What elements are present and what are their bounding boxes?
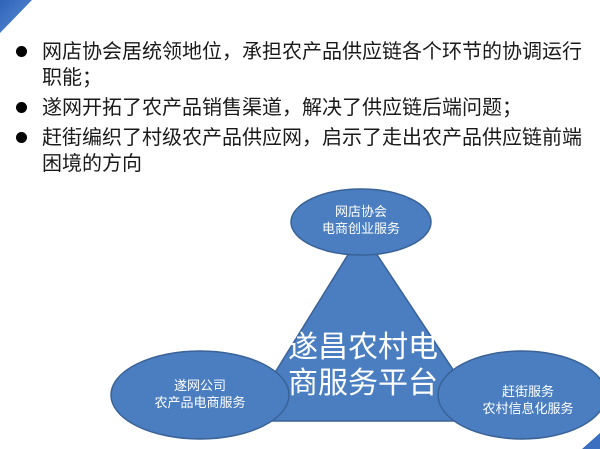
bullet-dot-icon — [16, 46, 27, 57]
bullet-dot-icon — [16, 102, 27, 113]
center-triangle — [243, 230, 489, 422]
top-node-label: 网店协会 电商创业服务 — [301, 204, 421, 238]
right-node-line1: 赶街服务 — [501, 385, 554, 400]
left-node-ellipse — [110, 350, 290, 440]
top-node-ellipse — [290, 188, 432, 256]
bullet-item: 遂网开拓了农产品销售渠道，解决了供应链后端问题； — [0, 94, 600, 120]
bullet-text: 赶街编织了村级农产品供应网，启示了走出农产品供应链前端困境的方向 — [42, 125, 582, 175]
bullet-list: 网店协会居统领地位，承担农产品供应链各个环节的协调运行职能； 遂网开拓了农产品销… — [0, 38, 600, 180]
bullet-item: 赶街编织了村级农产品供应网，启示了走出农产品供应链前端困境的方向 — [0, 124, 600, 176]
center-label-line1: 遂昌农村电 — [288, 330, 438, 365]
left-node-line1: 遂网公司 — [173, 379, 226, 394]
top-node-line1: 网店协会 — [334, 205, 387, 220]
center-label-line2: 商服务平台 — [288, 366, 438, 401]
bullet-text: 遂网开拓了农产品销售渠道，解决了供应链后端问题； — [42, 95, 522, 119]
bullet-item: 网店协会居统领地位，承担农产品供应链各个环节的协调运行职能； — [0, 38, 600, 90]
right-node-line2: 农村信息化服务 — [482, 402, 574, 417]
left-node-line2: 农产品电商服务 — [154, 396, 246, 411]
corner-accent-bottom-right — [582, 433, 600, 449]
bullet-dot-icon — [16, 132, 27, 143]
right-node-ellipse — [437, 350, 600, 440]
corner-accent-top-left — [0, 0, 32, 33]
bullet-text: 网店协会居统领地位，承担农产品供应链各个环节的协调运行职能； — [42, 39, 582, 89]
left-node-label: 遂网公司 农产品电商服务 — [130, 378, 270, 412]
center-node-label: 遂昌农村电 商服务平台 — [268, 330, 458, 402]
top-node-line2: 电商创业服务 — [321, 222, 400, 237]
right-node-label: 赶街服务 农村信息化服务 — [458, 384, 598, 418]
